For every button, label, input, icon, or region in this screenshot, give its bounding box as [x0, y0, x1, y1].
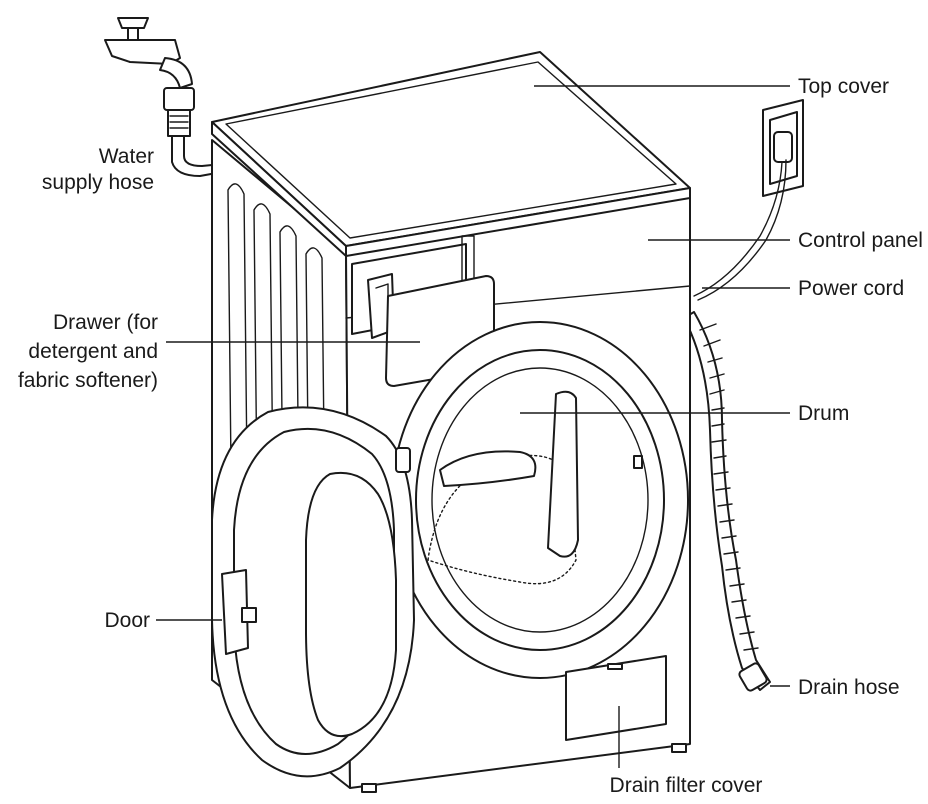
leader-lines: [156, 85, 790, 768]
water-tap-illustration: [104, 17, 223, 177]
label-drum: Drum: [798, 402, 849, 425]
label-drain-hose: Drain hose: [798, 676, 900, 699]
labels: Water supply hose Top cover Control pane…: [18, 75, 923, 797]
drain-hose-illustration: [683, 311, 771, 692]
label-power-cord: Power cord: [798, 277, 904, 300]
drum-illustration: [391, 321, 689, 679]
label-drawer-line3: fabric softener): [18, 369, 158, 392]
drawer-illustration: [351, 235, 495, 387]
label-control-panel: Control panel: [798, 229, 923, 252]
power-outlet-illustration: [693, 99, 804, 301]
label-drawer-line2: detergent and: [28, 340, 158, 363]
drain-filter-cover-illustration: [565, 655, 667, 741]
door-illustration: [211, 406, 415, 778]
label-drawer-line1: Drawer (for: [53, 311, 158, 334]
label-drain-filter-cover: Drain filter cover: [610, 774, 763, 797]
label-water-supply-hose-line1: Water: [99, 145, 154, 168]
label-water-supply-hose-line2: supply hose: [42, 171, 154, 194]
label-top-cover: Top cover: [798, 75, 889, 98]
label-door: Door: [104, 609, 150, 632]
